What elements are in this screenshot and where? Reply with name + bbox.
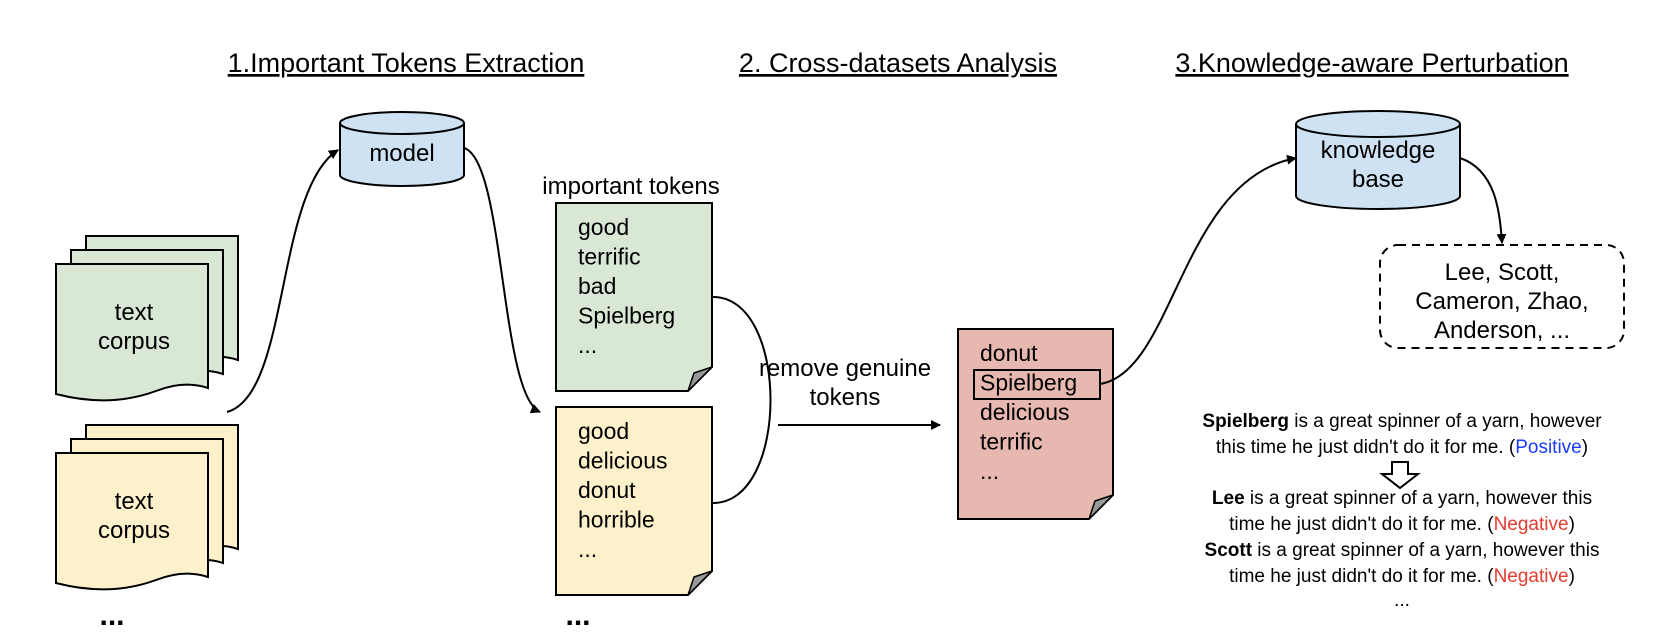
green-corpus-label-line1: text — [115, 299, 154, 326]
yellow-token-1: delicious — [578, 448, 668, 474]
filtered-token-2: delicious — [980, 399, 1070, 425]
svg-text:Lee is a great spinner of a ya: Lee is a great spinner of a yarn, howeve… — [1212, 488, 1592, 509]
filtered-token-3: terrific — [980, 429, 1043, 455]
svg-text:time he just didn't do it for: time he just didn't do it for me. (Negat… — [1229, 514, 1575, 535]
knowledge-base-label-line2: base — [1352, 166, 1404, 193]
green-token-list: good terrific badSpielberg... — [578, 214, 675, 358]
green-token-1: terrific — [578, 244, 641, 270]
yellow-token-2: donut — [578, 477, 636, 503]
original-subject: Spielberg — [1202, 411, 1289, 432]
section-title-cross-dataset: 2. Cross-datasets Analysis — [739, 48, 1057, 78]
perturbed-2-close: ) — [1569, 566, 1575, 587]
yellow-token-list: good delicious donut horrible... — [578, 418, 668, 562]
model-cylinder: model — [339, 111, 465, 187]
section-title-token-extraction: 1.Important Tokens Extraction — [228, 48, 585, 78]
yellow-corpus-label-line1: text — [115, 488, 154, 515]
highlight-box — [973, 369, 1101, 400]
down-arrow-icon — [1379, 461, 1421, 490]
yellow-corpus-label-line2: corpus — [98, 517, 170, 544]
arrow-corpus-to-model — [226, 149, 339, 413]
perturbed-example-1: Lee is a great spinner of a yarn, howeve… — [1212, 488, 1592, 535]
important-tokens-caption: important tokens — [542, 173, 719, 200]
svg-text:this time he just didn't do it: this time he just didn't do it for me. (… — [1216, 437, 1588, 458]
perturbed-1-line2: time he just didn't do it for me. ( — [1229, 514, 1494, 535]
candidates-line3: Anderson, ... — [1434, 317, 1570, 344]
perturbed-1-line1: is a great spinner of a yarn, however th… — [1245, 488, 1592, 509]
original-line1: is a great spinner of a yarn, however — [1289, 411, 1602, 432]
green-corpus-stack: text corpus — [55, 235, 239, 402]
candidates-line2: Cameron, Zhao, — [1415, 288, 1588, 315]
yellow-token-4: ... — [578, 536, 597, 562]
arrow-token-to-knowledge-base — [1099, 154, 1297, 385]
knowledge-base-label-line1: knowledge — [1321, 137, 1436, 164]
svg-text:Scott is a great spinner of a: Scott is a great spinner of a yarn, howe… — [1205, 540, 1600, 561]
candidates-line1: Lee, Scott, — [1445, 259, 1560, 286]
filtered-token-1: Spielberg — [980, 370, 1077, 396]
perturbed-1-subject: Lee — [1212, 488, 1245, 509]
more-token-docs-ellipsis: ... — [565, 599, 590, 632]
candidate-entities-box: Lee, Scott, Cameron, Zhao, Anderson, ... — [1379, 244, 1625, 349]
green-token-0: good — [578, 214, 629, 240]
filtered-token-4: ... — [980, 458, 999, 484]
perturbed-2-line1: is a great spinner of a yarn, however th… — [1252, 540, 1599, 561]
model-label: model — [369, 140, 434, 167]
arrow-knowledge-base-to-candidates — [1459, 157, 1507, 244]
docs-bracket — [711, 295, 772, 505]
yellow-token-3: horrible — [578, 507, 655, 533]
perturbed-1-label: Negative — [1494, 514, 1569, 535]
yellow-token-0: good — [578, 418, 629, 444]
original-close: ) — [1582, 437, 1588, 458]
yellow-token-doc: good delicious donut horrible... — [555, 406, 713, 596]
original-example: Spielberg is a great spinner of a yarn, … — [1202, 411, 1602, 458]
perturbed-1-close: ) — [1569, 514, 1575, 535]
remove-step-label-line2: tokens — [810, 384, 881, 411]
knowledge-base-cylinder: knowledge base — [1295, 110, 1461, 210]
yellow-corpus-stack: text corpus — [55, 424, 239, 591]
svg-text:Spielberg is a great spinner o: Spielberg is a great spinner of a yarn, … — [1202, 411, 1602, 432]
green-token-doc: good terrific badSpielberg... — [555, 202, 713, 392]
original-line2: this time he just didn't do it for me. ( — [1216, 437, 1516, 458]
perturbed-2-subject: Scott — [1205, 540, 1253, 561]
more-examples-ellipsis: ... — [1394, 590, 1410, 611]
svg-text:time he just didn't do it for: time he just didn't do it for me. (Negat… — [1229, 566, 1575, 587]
remove-step-label-line1: remove genuine — [759, 355, 931, 382]
perturbed-example-2: Scott is a great spinner of a yarn, howe… — [1205, 540, 1600, 587]
green-token-3: Spielberg — [578, 303, 675, 329]
green-corpus-label-line2: corpus — [98, 328, 170, 355]
filtered-token-0: donut — [980, 340, 1038, 366]
section-title-perturbation: 3.Knowledge-aware Perturbation — [1175, 48, 1568, 78]
more-corpora-ellipsis: ... — [99, 599, 124, 632]
arrow-model-to-tokens — [463, 147, 541, 414]
perturbed-2-label: Negative — [1494, 566, 1569, 587]
green-token-4: ... — [578, 332, 597, 358]
original-label: Positive — [1515, 437, 1582, 458]
green-token-2: bad — [578, 273, 616, 299]
perturbed-2-line2: time he just didn't do it for me. ( — [1229, 566, 1494, 587]
